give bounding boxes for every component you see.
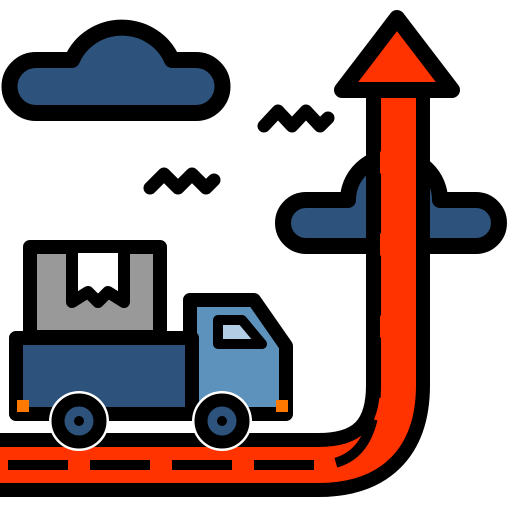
- cloud-icon: [1, 19, 231, 121]
- bird-icon: [143, 167, 221, 195]
- growth-arrow-icon: [0, 10, 460, 497]
- bird-icon: [257, 104, 335, 133]
- cargo-box-icon: [23, 240, 167, 344]
- delivery-truck-icon: [9, 240, 293, 451]
- wheel-icon: [49, 391, 109, 451]
- wheel-icon: [192, 391, 252, 451]
